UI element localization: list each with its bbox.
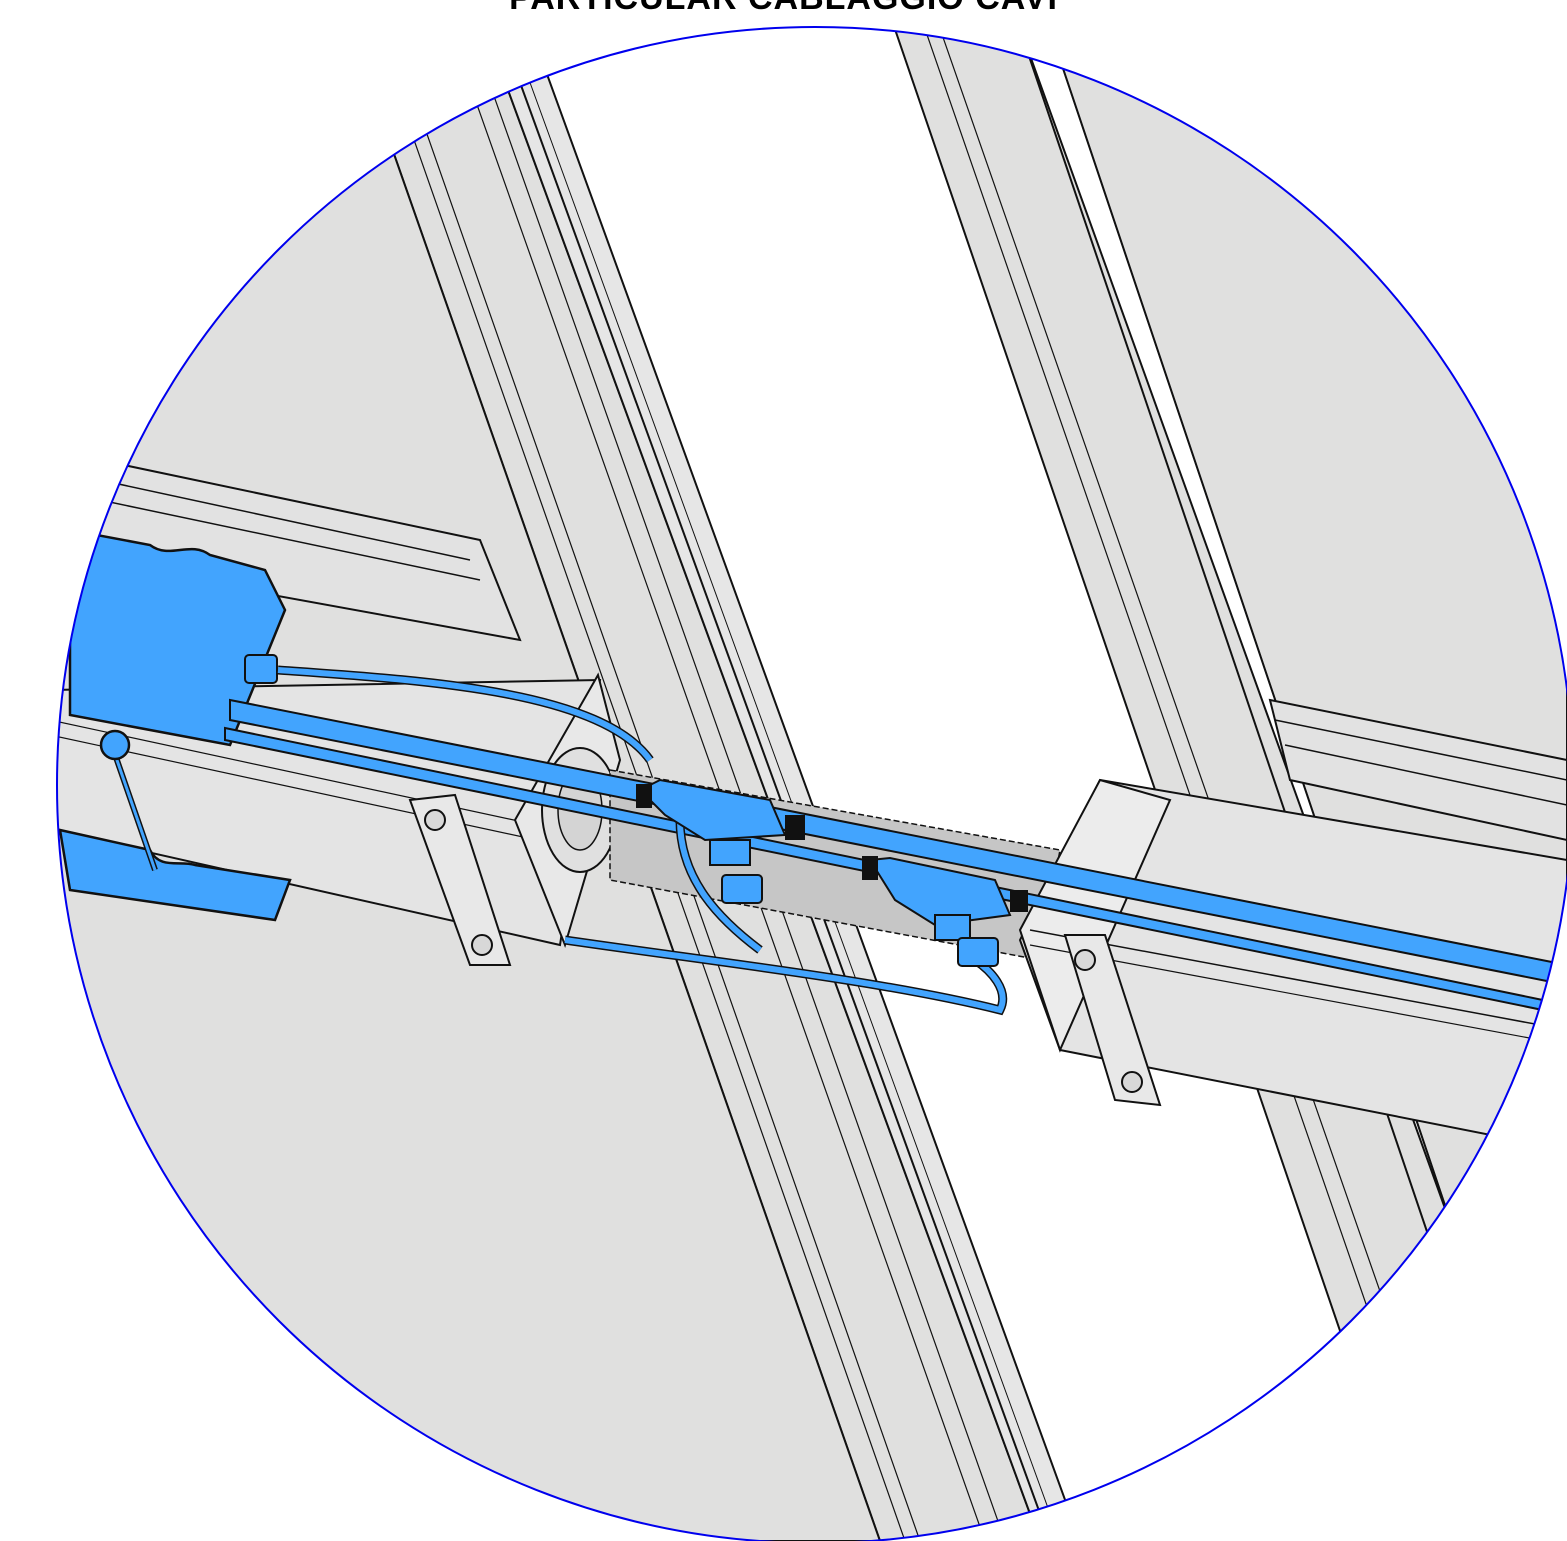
bolt-head: [424, 809, 446, 831]
junction-box: [58, 528, 292, 922]
bolt-head: [1121, 1071, 1143, 1093]
cable-connector: [636, 784, 1028, 941]
bolt-head: [471, 934, 493, 956]
vertical-rail-left: [338, 27, 1082, 1541]
cable-connector: [638, 778, 805, 866]
bolt-head: [1074, 949, 1096, 971]
cable-connector: [721, 874, 999, 967]
cable-connector: [244, 654, 278, 684]
detail-circle: [56, 26, 1567, 1541]
rail-clamp: [408, 793, 512, 966]
rail-clamp: [1063, 934, 1162, 1107]
drawing-title: PARTICULAR CABLAGGIO CAVI: [0, 0, 1567, 18]
